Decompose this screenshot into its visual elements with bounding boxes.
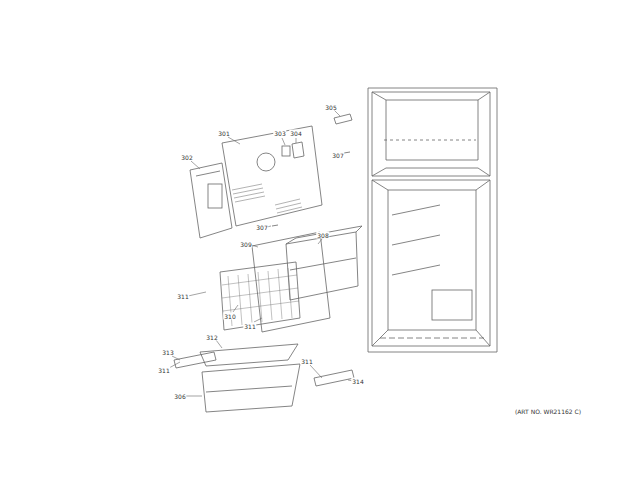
callout-number: 307 — [255, 224, 268, 231]
callout-number: 302 — [180, 154, 193, 161]
callout-number: 309 — [239, 241, 252, 248]
callout-number: 312 — [205, 334, 218, 341]
callout-number: 306 — [173, 393, 186, 400]
callout-number: 305 — [324, 104, 337, 111]
callout-number: 311 — [243, 323, 256, 330]
callout-number: 304 — [289, 130, 302, 137]
callout-number: 314 — [351, 378, 364, 385]
callout-number: 303 — [273, 130, 286, 137]
callout-number: 311 — [300, 358, 313, 365]
callout-number: 301 — [217, 130, 230, 137]
callout-number: 311 — [176, 293, 189, 300]
callout-number: 311 — [157, 367, 170, 374]
callout-number: 310 — [223, 313, 236, 320]
callout-number: 308 — [316, 232, 329, 239]
callout-number: 313 — [161, 349, 174, 356]
art-number: (ART NO. WR21162 C) — [514, 408, 582, 415]
callout-number: 307 — [331, 152, 344, 159]
